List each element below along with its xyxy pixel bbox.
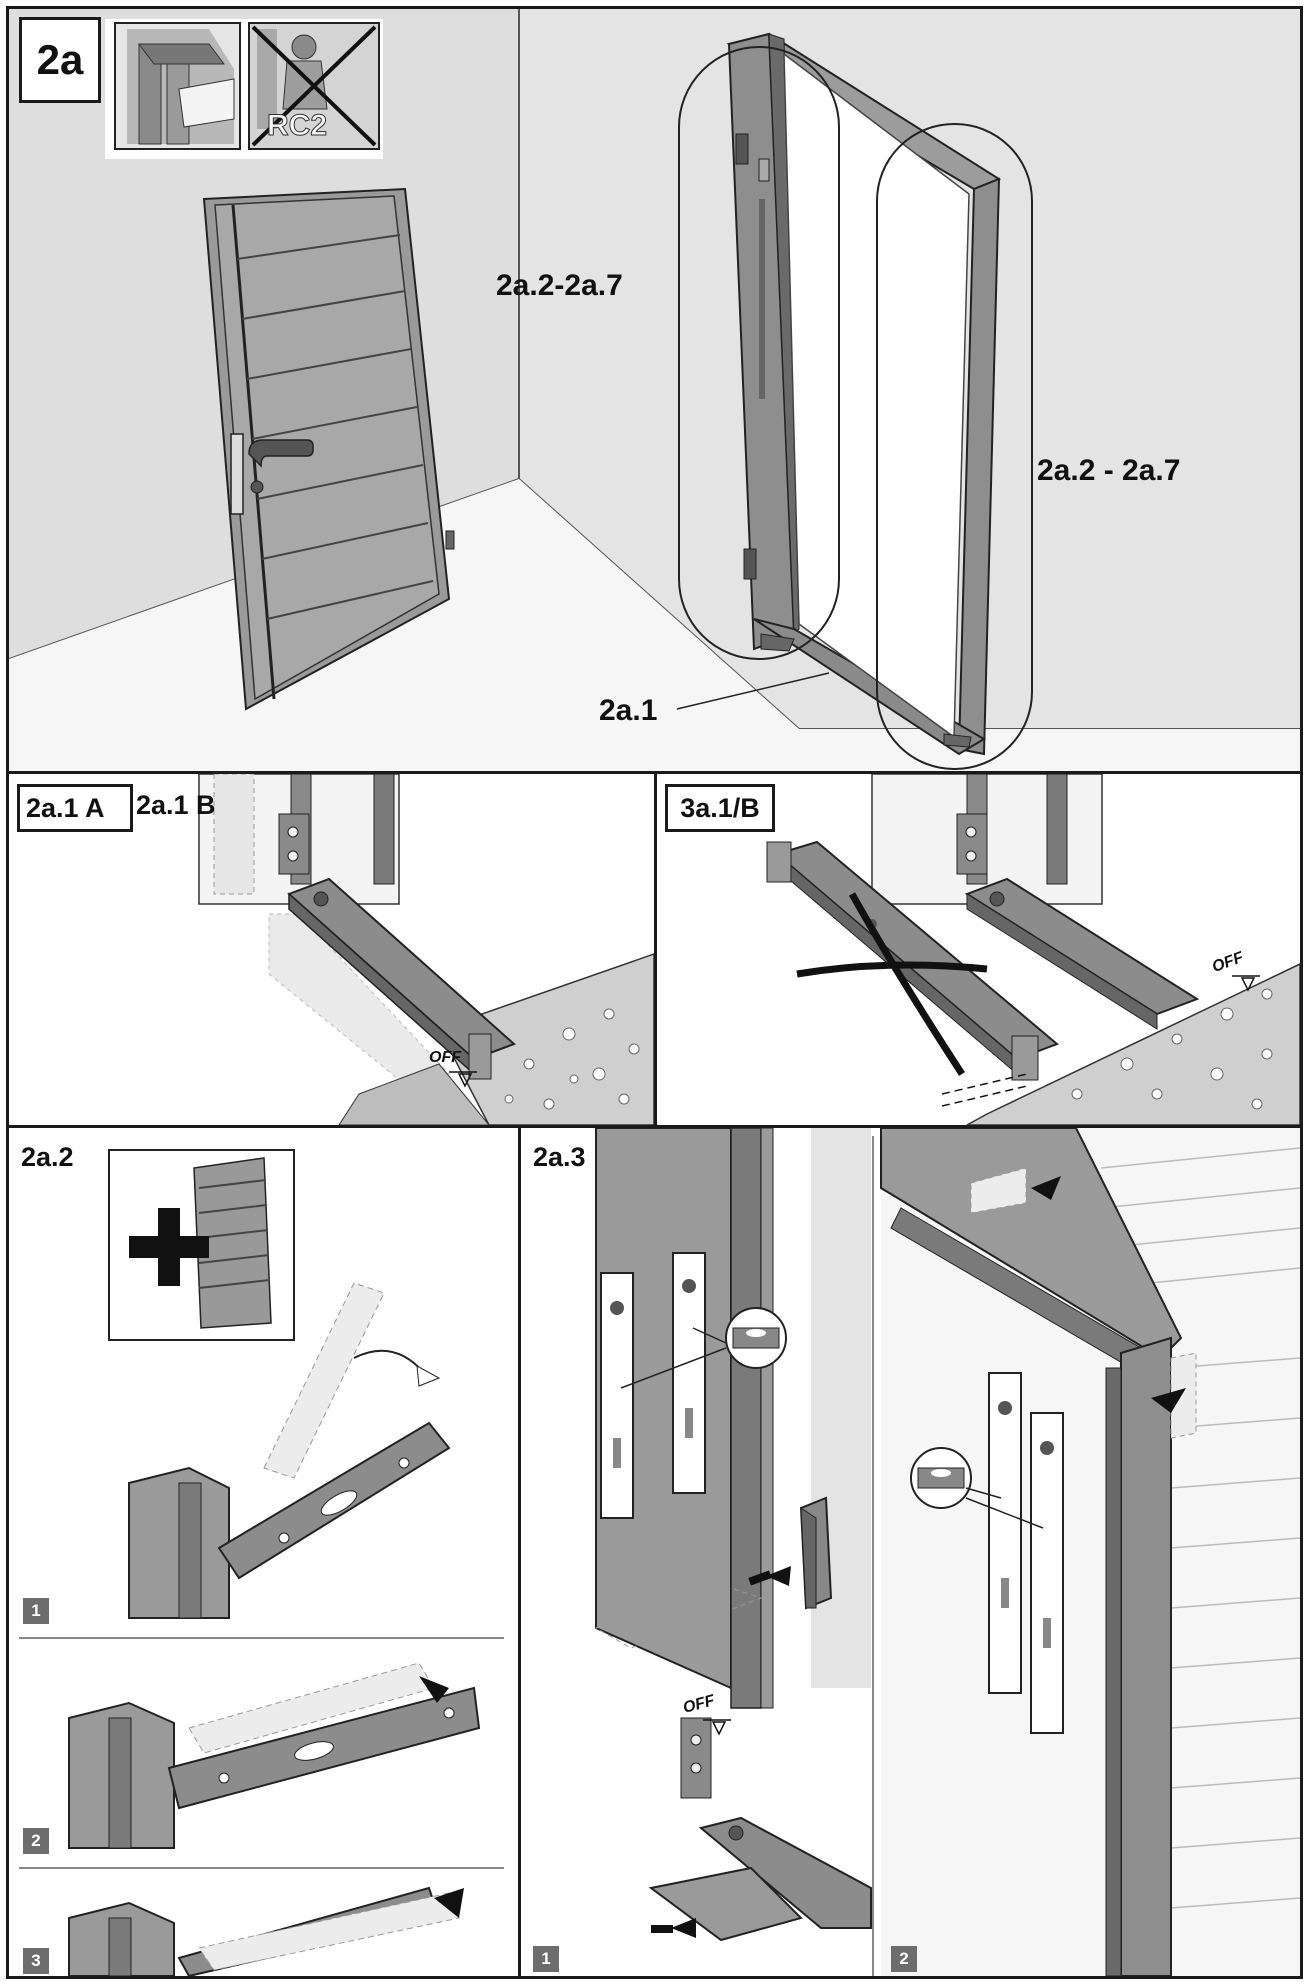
level-step-badge-1: 1 [533, 1946, 559, 1972]
inset-frame-profile [114, 22, 241, 150]
sill-wrong-title: 3a.1/B [680, 792, 760, 823]
sill-correct-off-label: OFF [429, 1049, 461, 1066]
sill-correct-title-a: 2a.1 A [26, 792, 105, 823]
panel-anchor: 2a.2 1 2 3 [6, 1125, 521, 1979]
anchor-step-1 [128, 1282, 451, 1619]
panel-level: 2a.3 OFF 1 2 [518, 1125, 1303, 1979]
anchor-illustration [19, 1149, 504, 1976]
inset-rc2-warning [248, 22, 380, 150]
label-right-frame: 2a.2 - 2a.7 [1037, 454, 1181, 487]
label-sill: 2a.1 [599, 694, 658, 727]
anchor-step-badge-2: 2 [23, 1828, 49, 1854]
label-left-frame: 2a.2-2a.7 [496, 269, 623, 302]
off-arrow-icon [703, 1719, 731, 1736]
level-illustration [521, 1128, 1300, 1976]
level-title: 2a.3 [533, 1142, 586, 1172]
level-step-1 [521, 1128, 872, 1976]
anchor-step-2 [68, 1662, 481, 1849]
overview-title-box: 2a [19, 17, 101, 103]
panel-sill-correct: 2a.1 A 2a.1 B OFF [6, 771, 657, 1128]
door-leaf [202, 187, 455, 711]
anchor-step-badge-1: 1 [23, 1598, 49, 1624]
level-step-2 [880, 1128, 1300, 1976]
off-arrow-icon [449, 1071, 477, 1088]
callout-right-frame [876, 123, 1033, 770]
level-step-badge-2: 2 [891, 1946, 917, 1972]
overview-illustration [9, 9, 1300, 771]
overview-title: 2a [36, 36, 84, 83]
sill-correct-illustration [198, 774, 654, 1125]
callout-left-frame [678, 46, 840, 660]
off-arrow-icon [1232, 975, 1260, 992]
anchor-step-badge-3: 3 [23, 1948, 49, 1974]
sill-wrong-illustration [766, 774, 1300, 1125]
anchor-title: 2a.2 [21, 1142, 74, 1172]
panel-sill-wrong: 3a.1/B OFF [654, 771, 1303, 1128]
sill-wrong-title-box: 3a.1/B [665, 784, 775, 832]
inset-rc2-text: RC2 [266, 109, 328, 143]
sill-correct-title-b: 2a.1 B [136, 790, 216, 820]
panel-overview: 2a RC2 2a.2-2a.7 2a.2 - 2a.7 2a.1 [6, 6, 1303, 774]
sill-correct-title-box: 2a.1 A [17, 784, 133, 832]
anchor-step-3 [68, 1886, 464, 1976]
